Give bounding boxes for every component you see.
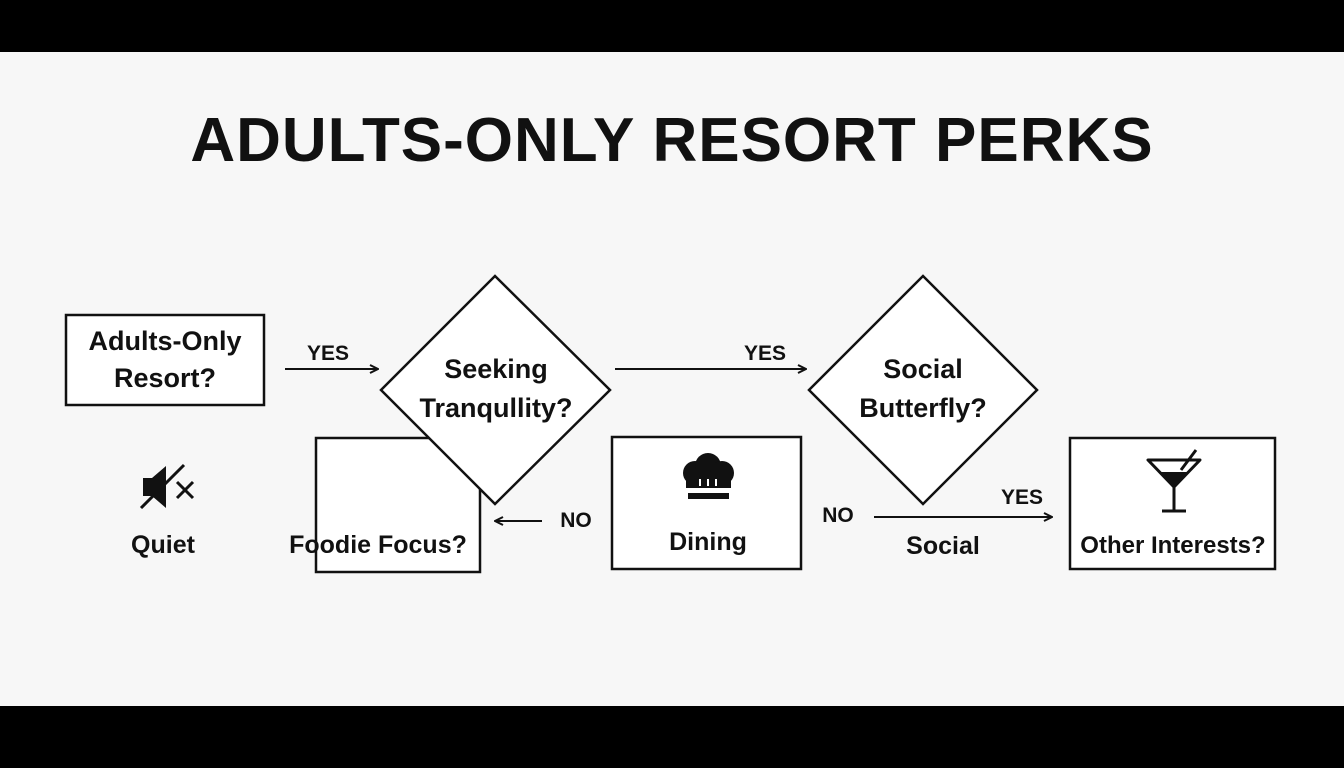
edge-yes-2: YES — [615, 342, 806, 369]
decision-social-line2: Butterfly? — [859, 393, 987, 423]
bottom-letterbox-bar — [0, 706, 1344, 768]
edge-yes-2-label: YES — [744, 342, 786, 365]
node-foodie-focus-label: Foodie Focus? — [289, 531, 467, 559]
decision-social-butterfly: Social Butterfly? — [807, 274, 1039, 506]
muted-speaker-icon — [139, 463, 195, 510]
chef-hat-icon — [683, 453, 734, 499]
edge-yes-3-label: YES — [1001, 486, 1043, 509]
node-other-interests-label: Other Interests? — [1080, 532, 1265, 559]
diagram-title: ADULTS-ONLY RESORT PERKS — [190, 106, 1154, 175]
edge-yes-1: YES — [285, 342, 378, 369]
edge-no-1: NO — [495, 509, 592, 532]
decision-seeking-line2: Tranqullity? — [419, 393, 572, 423]
edge-yes-1-label: YES — [307, 342, 349, 365]
node-adults-only-resort: Adults-Only Resort? — [64, 313, 266, 407]
decision-seeking-tranquility: Seeking Tranqullity? — [379, 274, 612, 506]
node-dining-label: Dining — [669, 528, 747, 556]
top-letterbox-bar — [0, 0, 1344, 52]
decision-social-line1: Social — [883, 354, 963, 384]
edge-no-2-label: NO — [822, 504, 854, 527]
node-social-label: Social — [906, 532, 980, 560]
edge-no-1-label: NO — [560, 509, 592, 532]
node-dining: Dining — [610, 435, 803, 571]
node-other-interests: Other Interests? — [1068, 436, 1277, 571]
edge-yes-3: YES — [874, 486, 1052, 517]
node-adults-only-line2: Resort? — [114, 363, 216, 393]
decision-seeking-line1: Seeking — [444, 354, 548, 384]
node-adults-only-line1: Adults-Only — [89, 326, 242, 356]
node-quiet: Quiet — [131, 463, 196, 559]
edge-no-2: NO — [822, 504, 854, 527]
node-quiet-label: Quiet — [131, 531, 196, 559]
cocktail-glass-icon — [1146, 449, 1202, 513]
